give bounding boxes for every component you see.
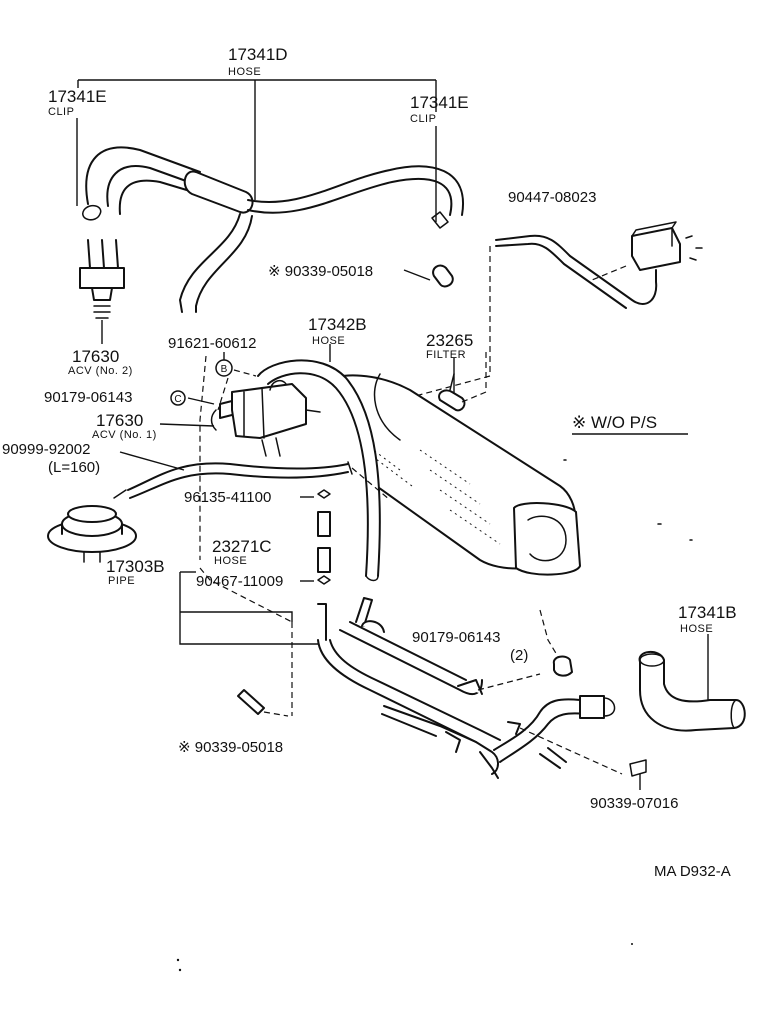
label-90339-top: ※ 90339-05018 (268, 263, 373, 280)
label-acv1: 17630 (96, 411, 143, 430)
label-23271c-sub: HOSE (214, 555, 247, 567)
label-clip-left-sub: CLIP (48, 106, 74, 118)
label-17303b: 17303B (106, 557, 165, 576)
label-17303b-sub: PIPE (108, 575, 135, 587)
label-23271c: 23271C (212, 537, 272, 556)
label-clip-right: 17341E (410, 93, 469, 112)
label-17342b: 17342B (308, 315, 367, 334)
label-filter-sub: FILTER (426, 349, 466, 361)
filter-drawing (438, 373, 466, 412)
marker-c-text: C (174, 394, 181, 405)
label-17341d-sub: HOSE (228, 66, 261, 78)
label-acv1-sub: ACV (No. 1) (92, 429, 157, 441)
acv-no1-drawing (210, 379, 321, 457)
label-91621: 91621-60612 (168, 335, 256, 352)
label-17341b: 17341B (678, 603, 737, 622)
label-clip-right-sub: CLIP (410, 113, 436, 125)
acv-no2-drawing (79, 239, 125, 344)
label-17342b-sub: HOSE (312, 335, 345, 347)
label-90339-bottom: ※ 90339-05018 (178, 739, 283, 756)
hose-17341b-drawing (638, 651, 746, 732)
label-90467: 90467-11009 (196, 573, 283, 590)
pipe-assembly-drawing (317, 597, 616, 779)
label-acv2-sub: ACV (No. 2) (68, 365, 133, 377)
label-90179-right-qty: (2) (510, 647, 528, 664)
marker-b: B (215, 359, 233, 377)
small-parts-column (317, 489, 331, 641)
label-17341d: 17341D (228, 45, 288, 64)
label-acv2: 17630 (72, 347, 119, 366)
hose-17341d-drawing (82, 146, 465, 313)
round-part-17303b-drawing (47, 489, 137, 563)
label-clip-left: 17341E (48, 87, 107, 106)
label-90339-07016: 90339-07016 (590, 795, 678, 812)
marker-c: C (170, 390, 186, 406)
diagram-code: MA D932-A (654, 863, 731, 880)
label-90999-sub: (L=160) (48, 459, 100, 476)
pipe-90447-drawing (495, 221, 703, 309)
label-90447: 90447-08023 (508, 189, 596, 206)
label-90179-right: 90179-06143 (412, 629, 500, 646)
label-17341b-sub: HOSE (680, 623, 713, 635)
marker-b-text: B (221, 364, 228, 375)
label-90999: 90999-92002 (2, 441, 90, 458)
label-90179-left: 90179-06143 (44, 389, 132, 406)
label-96135: 96135-41100 (184, 489, 271, 506)
label-wo-ps: ※ W/O P/S (572, 413, 657, 432)
label-filter: 23265 (426, 331, 473, 350)
canister-drawing (312, 373, 581, 576)
